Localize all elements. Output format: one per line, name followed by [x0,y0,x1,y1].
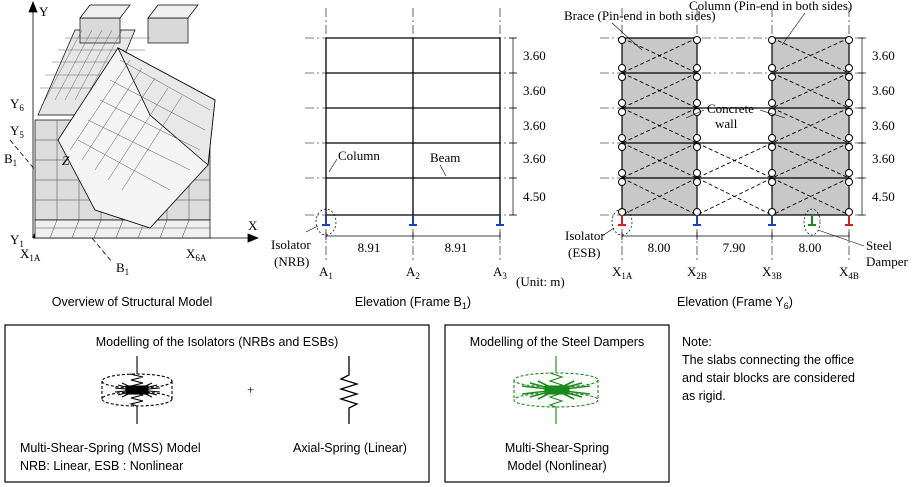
axial-spring-label: Axial-Spring (Linear) [293,441,407,455]
y6-isolators [618,215,853,226]
plus-sign: + [247,382,254,397]
note-line-1: The slabs connecting the office [682,353,854,367]
y6-column-label: Column (Pin-end in both sides) [689,0,852,13]
wall-left [622,38,697,215]
note-line-3: as rigid. [682,389,726,403]
wall-right [772,38,849,215]
b1-beam-label: Beam [430,150,460,165]
b1-isolator-type: (NRB) [274,254,309,269]
b1-story-4: 3.60 [523,83,546,98]
y6-axis-x3b: X3B [762,264,782,281]
b1-span-2: 8.91 [445,240,468,255]
note-line-2: and stair blocks are considered [682,371,855,385]
isolator-box-title: Modelling of the Isolators (NRBs and ESB… [96,335,338,349]
frame-y6-caption: Elevation (Frame Y6) [677,295,793,311]
y6-axis-x1a: X1A [612,264,633,281]
b1-story-3: 3.60 [523,118,546,133]
overview-x1a: X1A [20,246,41,263]
pin-joints [618,36,853,216]
y6-story-1: 4.50 [872,189,895,204]
mss-sublabel: NRB: Linear, ESB : Nonlinear [20,459,183,473]
y6-damper-label-2: Damper [866,254,909,269]
frame-b1-caption: Elevation (Frame B1) [355,295,471,311]
b1-axis-a2: A2 [406,264,420,281]
frame-b1-gridlines [305,8,516,260]
isolator-model-box: Modelling of the Isolators (NRBs and ESB… [4,324,430,483]
overview-caption: Overview of Structural Model [52,295,212,309]
y6-span-3: 8.00 [799,240,822,255]
y6-wall-label-2: wall [715,116,738,131]
frame-y6-panel: 3.60 3.60 3.60 3.60 4.50 8.00 7.90 8.00 … [564,0,909,311]
damper-mss-icon [513,356,599,424]
steel-damper-mark [808,215,816,226]
axial-spring-icon [338,356,360,424]
overview-axis-z: Z [62,153,70,168]
frame-y6-braces [621,37,850,216]
frame-b1-height-dims [509,37,517,216]
isolator-marker-y6 [611,208,633,236]
stair-block [37,4,199,116]
b1-isolator-label: Isolator [271,237,311,252]
overview-panel: Y X Z Y6 Y5 Y1 B1 B1 X1A X6A Overview of… [4,0,260,309]
damper-box-title: Modelling of the Steel Dampers [470,335,644,349]
frame-y6-height-dims [858,37,866,216]
b1-column-label: Column [338,148,380,163]
overview-b1-bottom: B1 [116,260,129,277]
damper-label-1: Multi-Shear-Spring [505,441,609,455]
overview-y5: Y5 [10,123,24,140]
y6-isolator-type: (ESB) [568,245,601,260]
overview-axis-x: X [248,218,258,233]
b1-story-2: 3.60 [523,151,546,166]
damper-model-box: Modelling of the Steel Dampers Multi-She… [444,324,670,483]
overview-y6: Y6 [10,96,24,113]
frame-b1-span-dims [325,232,501,240]
frame-b1-panel: 3.60 3.60 3.60 3.60 4.50 8.91 8.91 A1 A2… [271,8,565,311]
isolator-marker-b1 [315,208,337,236]
frame-b1-members [325,37,501,216]
mss-model-icon [101,356,173,424]
frame-y6-span-dims [621,232,850,240]
y6-damper-label-1: Steel [866,238,892,253]
b1-axis-a3: A3 [493,264,507,281]
y6-wall-label-1: Concrete [707,101,754,116]
y6-story-5: 3.60 [872,48,895,63]
b1-story-5: 3.60 [523,48,546,63]
b1-span-1: 8.91 [358,240,381,255]
note-block: Note: The slabs connecting the office an… [682,335,855,403]
note-title: Note: [682,335,712,349]
y6-story-4: 3.60 [872,83,895,98]
inclined-block [57,47,216,229]
overview-x6a: X6A [186,246,207,263]
y6-isolator-label: Isolator [565,228,605,243]
y6-span-1: 8.00 [648,240,671,255]
overview-axis-y: Y [39,4,49,19]
y6-brace-label: Brace (Pin-end in both sides) [564,8,716,23]
b1-unit: (Unit: m) [516,274,565,289]
y6-axis-x2b: X2B [687,264,707,281]
b1-axis-a1: A1 [319,264,333,281]
b1-line [9,139,113,263]
nrb-isolators [322,215,504,226]
mss-label: Multi-Shear-Spring (MSS) Model [20,441,201,455]
damper-marker-y6 [803,208,821,236]
y6-span-2: 7.90 [723,240,746,255]
y6-axis-x4b: X4B [839,264,859,281]
y6-story-3: 3.60 [872,118,895,133]
damper-label-2: Model (Nonlinear) [507,459,606,473]
overview-b1-top: B1 [4,151,17,168]
y6-story-2: 3.60 [872,151,895,166]
overview-y1: Y1 [10,232,24,249]
b1-story-1: 4.50 [523,189,546,204]
